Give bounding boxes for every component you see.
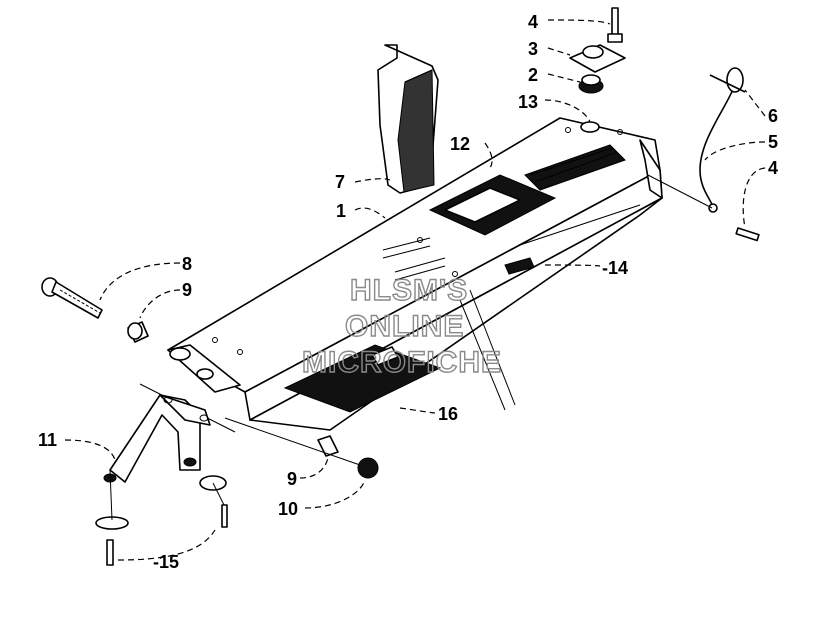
callout-labels: 4 3 2 13 12 7 1 6 5 4 8 9 -14 16 11 9 10… [38,12,778,572]
watermark-line3: MICROFICHE [302,346,502,379]
callout-14: -14 [602,258,628,278]
callout-11: 11 [38,430,57,450]
callout-9-left: 9 [182,280,192,300]
callout-16: 16 [438,404,458,424]
watermark-line2: ONLINE [345,310,464,343]
callout-6: 6 [768,106,778,126]
pivot-bolt-assembly [41,277,379,479]
leader-lines [64,19,766,561]
callout-4-right: 4 [768,158,778,178]
callout-1: 1 [336,201,346,221]
callout-5: 5 [768,132,778,152]
watermark: HLSM'S ONLINE MICROFICHE [301,273,502,379]
callout-9-bottom: 9 [287,469,297,489]
grip-pad [377,44,439,194]
callout-15: -15 [153,552,179,572]
callout-2: 2 [528,65,538,85]
callout-10: 10 [278,499,298,519]
pivot-cap-assembly [569,7,626,94]
tether-cord [647,67,760,242]
callout-13: 13 [518,92,538,112]
stand-bracket [95,394,228,566]
callout-7: 7 [335,172,345,192]
callout-4-top: 4 [528,12,538,32]
callout-8: 8 [182,254,192,274]
callout-12: 12 [450,134,470,154]
running-board-assembly [167,117,663,431]
callout-3: 3 [528,39,538,59]
watermark-line1: HLSM'S [350,274,468,307]
